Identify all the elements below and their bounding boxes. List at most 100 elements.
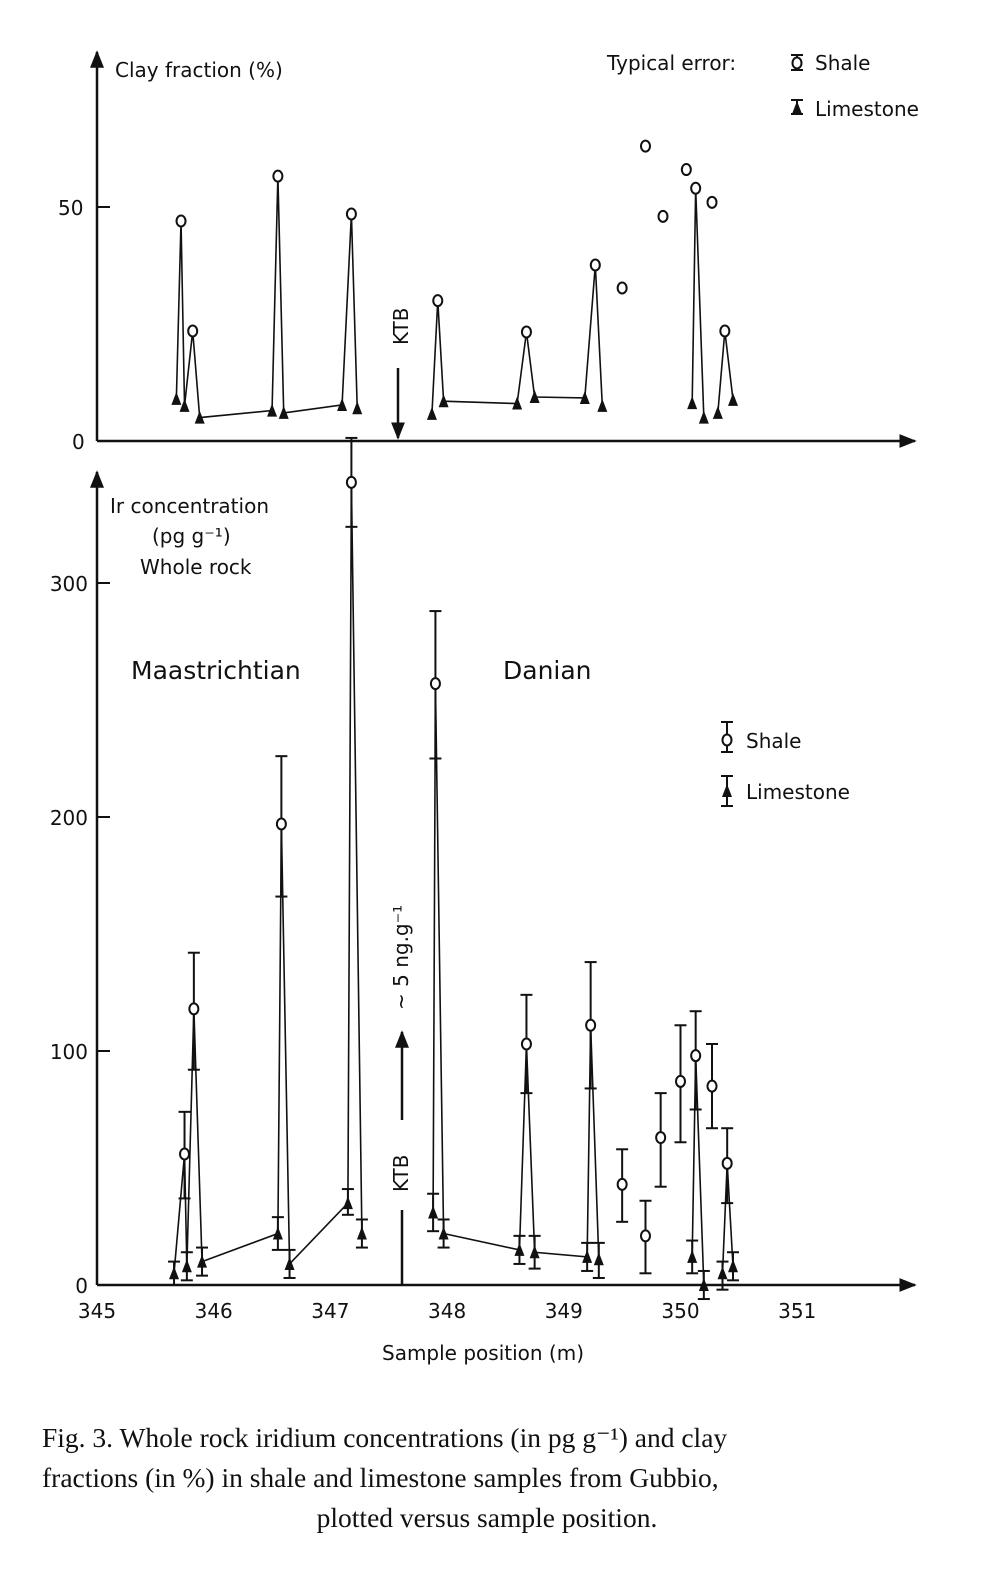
limestone-marker [438, 1226, 449, 1240]
limestone-marker [698, 1278, 709, 1291]
limestone-marker [792, 101, 802, 114]
bottom-legend-shale: Shale [746, 729, 802, 753]
top-ytick-0: 0 [72, 430, 85, 454]
bottom-y-label-2: (pg g⁻¹) [152, 524, 231, 548]
connecting-line [431, 264, 604, 414]
shale-marker [657, 209, 669, 223]
shale-marker [175, 214, 187, 228]
shale-marker [585, 1018, 597, 1032]
top-y-label: Clay fraction (%) [115, 58, 283, 82]
caption-line-1: Fig. 3. Whole rock iridium concentration… [42, 1422, 728, 1453]
limestone-marker [197, 1254, 208, 1268]
limestone-marker [169, 1266, 180, 1280]
shale-marker [675, 1074, 686, 1088]
connecting-line [175, 176, 359, 419]
limestone-marker [593, 1252, 604, 1266]
limestone-marker [428, 1205, 439, 1219]
xtick-label: 347 [311, 1299, 349, 1323]
limestone-marker [171, 391, 182, 405]
top-legend-shale: Shale [815, 51, 871, 75]
bottom-ktb-note: ~ 5 ng.g⁻¹ [389, 905, 413, 1010]
shale-marker [520, 325, 532, 339]
shale-marker [639, 139, 651, 153]
figure-caption: Fig. 3. Whole rock iridium concentration… [42, 1418, 932, 1538]
limestone-marker [284, 1256, 295, 1270]
shale-marker [272, 169, 284, 183]
top-legend-limestone: Limestone [815, 97, 919, 121]
connecting-line [432, 683, 600, 1260]
limestone-marker [514, 1242, 525, 1256]
ytick-label: 200 [50, 806, 88, 830]
shale-marker [721, 733, 733, 747]
shale-marker [179, 1147, 191, 1161]
shale-marker [719, 324, 731, 338]
limestone-marker [582, 1249, 593, 1263]
bottom-y-label-3: Whole rock [140, 555, 252, 579]
bottom-ktb-label: KTB [389, 1155, 413, 1193]
limestone-marker [352, 401, 363, 415]
caption-line-3: plotted versus sample position. [316, 1502, 658, 1533]
limestone-marker [529, 390, 540, 404]
limestone-marker [267, 403, 278, 417]
shale-marker [690, 1049, 702, 1063]
shale-marker [345, 207, 357, 221]
region-danian: Danian [503, 656, 592, 685]
shale-marker [188, 1002, 200, 1016]
shale-marker [616, 281, 628, 295]
limestone-marker [687, 1249, 698, 1263]
top-legend-title: Typical error: [606, 51, 736, 75]
limestone-marker [698, 410, 709, 424]
shale-marker [432, 294, 444, 308]
bottom-legend-limestone: Limestone [746, 780, 850, 804]
limestone-marker [722, 784, 732, 797]
connecting-line [173, 482, 363, 1274]
limestone-marker [728, 392, 739, 406]
xtick-label: 345 [78, 1299, 116, 1323]
top-ktb-label: KTB [389, 308, 413, 346]
limestone-marker [337, 397, 348, 411]
limestone-marker [529, 1245, 540, 1259]
connecting-line [691, 188, 705, 418]
ytick-label: 100 [50, 1040, 88, 1064]
x-axis-label: Sample position (m) [382, 1341, 584, 1365]
ytick-label: 0 [75, 1274, 88, 1298]
shale-marker [345, 475, 357, 489]
limestone-marker [426, 406, 437, 420]
xtick-label: 348 [428, 1299, 466, 1323]
limestone-marker [712, 405, 723, 419]
xtick-label: 350 [661, 1299, 699, 1323]
shale-marker [589, 258, 601, 272]
shale-marker [520, 1037, 532, 1051]
shale-marker [429, 677, 441, 691]
ytick-label: 300 [50, 572, 88, 596]
connecting-line [691, 1055, 705, 1286]
shale-marker [706, 1079, 718, 1093]
chart-svg: Clay fraction (%) 0 50 Typical error: Sh… [50, 50, 919, 1365]
shale-marker [690, 181, 702, 195]
limestone-marker [181, 1259, 192, 1273]
limestone-marker [579, 390, 590, 404]
limestone-marker [342, 1196, 353, 1210]
limestone-marker [356, 1226, 367, 1240]
limestone-marker [194, 410, 205, 424]
shale-marker [616, 1177, 628, 1191]
limestone-marker [728, 1259, 739, 1273]
shale-marker [791, 56, 803, 70]
caption-line-2: fractions (in %) in shale and limestone … [42, 1462, 719, 1493]
region-maastrichtian: Maastrichtian [131, 656, 301, 685]
xtick-label: 349 [545, 1299, 583, 1323]
limestone-marker [179, 398, 190, 412]
limestone-marker [272, 1226, 283, 1240]
shale-marker [706, 195, 718, 209]
shale-marker [275, 817, 287, 831]
shale-marker [639, 1229, 651, 1243]
limestone-marker [512, 396, 523, 410]
shale-marker [721, 1156, 733, 1170]
limestone-marker [438, 394, 449, 408]
top-ytick-50: 50 [58, 196, 83, 220]
limestone-marker [687, 396, 698, 410]
limestone-marker [278, 405, 289, 419]
shale-marker [187, 324, 199, 338]
bottom-y-label-1: Ir concentration [110, 494, 269, 518]
